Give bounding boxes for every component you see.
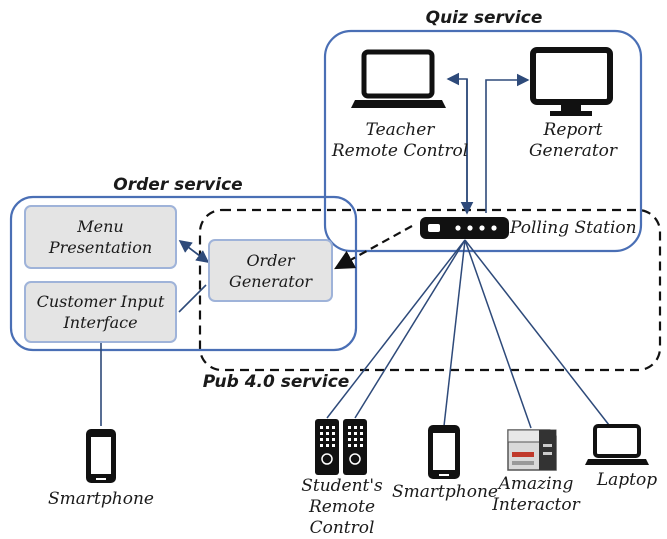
laptop-icon xyxy=(585,424,649,465)
polling-station-label: Polling Station xyxy=(510,218,637,238)
smartphone-icon xyxy=(428,425,460,479)
report-generator-label: Report Generator xyxy=(528,120,618,161)
polling-to-order-arrow xyxy=(334,225,413,270)
menu-presentation-box: Menu Presentation xyxy=(24,205,177,269)
amazing-interactor-label: Amazing Interactor xyxy=(492,474,580,515)
pub-service-title: Pub 4.0 service xyxy=(202,372,350,392)
teacher-remote-label: Teacher Remote Control xyxy=(331,120,469,161)
quiz-connectors xyxy=(446,72,530,215)
smartphone-right-label: Smartphone xyxy=(392,482,498,502)
customer-input-box: Customer Input Interface xyxy=(24,281,177,343)
game-console-icon xyxy=(507,429,557,471)
polling-station-icon xyxy=(420,217,509,239)
monitor-icon xyxy=(530,47,613,116)
order-service-title: Order service xyxy=(113,175,243,195)
laptop-label: Laptop xyxy=(596,470,658,490)
order-generator-box: Order Generator xyxy=(208,239,333,302)
quiz-service-container xyxy=(323,29,643,253)
student-remote-label: Student's Remote Control xyxy=(301,476,383,538)
diagram-canvas xyxy=(9,29,662,483)
laptop-icon xyxy=(351,49,446,108)
device-lines xyxy=(326,239,610,429)
smartphone-icon xyxy=(86,429,116,483)
quiz-service-title: Quiz service xyxy=(425,8,543,28)
remote-control-icon xyxy=(315,419,367,475)
order-service-container xyxy=(9,195,358,352)
smartphone-left-label: Smartphone xyxy=(48,489,154,509)
